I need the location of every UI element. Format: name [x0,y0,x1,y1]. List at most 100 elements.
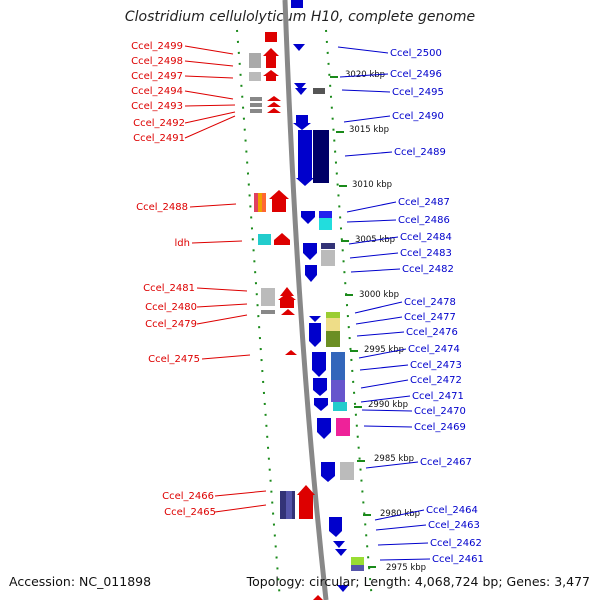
gene-arrow [317,418,331,439]
gene-arrow [305,265,317,282]
gene-block [340,462,354,480]
map-title: Clostridium cellulolyticum H10, complete… [124,9,476,25]
gene-block [331,352,345,380]
gene-arrow [309,323,321,347]
reverse-strand-genes [249,32,323,600]
forward-strand-genes [291,0,364,592]
gene-arrow [313,595,323,600]
gene-block [250,109,262,113]
gene-label: Ccel_2490 [392,111,444,122]
gene-block [351,557,364,565]
left-label-group [184,45,267,513]
gene-arrow [321,462,335,482]
gene-label: Ccel_2475 [148,354,200,365]
gene-label: Ccel_2497 [131,71,183,82]
gene-label: Ccel_2493 [131,101,183,112]
gene-block [326,318,340,331]
gene-block [326,331,340,347]
gene-label: Ccel_2495 [392,87,444,98]
gene-label: Ccel_2483 [400,248,452,259]
gene-block [258,234,271,245]
gene-arrow [281,309,295,315]
gene-label: Ccel_2467 [420,457,472,468]
gene-arrow [280,287,294,296]
gene-label: Ccel_2491 [133,133,185,144]
gene-arrow [263,48,279,68]
gene-block [321,243,335,249]
gene-label: Ccel_2486 [398,215,450,226]
topology-text: Topology: circular; Length: 4,068,724 bp… [246,574,590,589]
gene-label: Ccel_2484 [400,232,452,243]
gene-label: Ccel_2474 [408,344,460,355]
gene-arrow [303,243,317,260]
gene-label: Ccel_2479 [145,319,197,330]
gene-arrow [333,541,345,548]
gene-label: Ccel_2481 [143,283,195,294]
gene-block [250,103,262,107]
gene-label: Ccel_2462 [430,538,482,549]
gene-label: Ccel_2498 [131,56,183,67]
scale-label: 3015 kbp [349,125,389,135]
gene-arrow [296,130,314,186]
gene-block [313,88,325,94]
gene-arrow [263,70,279,81]
gene-arrow [274,233,290,245]
gene-block [291,0,303,8]
gene-block [313,130,329,183]
gene-block [286,491,292,519]
scale-ticks [330,76,376,568]
gene-label: Ccel_2492 [133,118,185,129]
gene-block [333,402,347,411]
gene-arrow [295,88,307,95]
gene-label: Ccel_2473 [410,360,462,371]
scale-label: 2995 kbp [364,345,404,355]
gene-label: Ccel_2476 [406,327,458,338]
scale-label: 2980 kbp [380,509,420,519]
scale-label: 2975 kbp [386,563,426,573]
gene-label: Ccel_2470 [414,406,466,417]
gene-label: Ccel_2463 [428,520,480,531]
gene-block [261,310,275,314]
gene-label: Ccel_2477 [404,312,456,323]
gene-label: Ccel_2496 [390,69,442,80]
gene-block [249,72,261,81]
gene-arrow [337,585,349,592]
gene-block [321,250,335,266]
gene-block [319,211,332,218]
gene-block [336,418,350,436]
gene-label: Ccel_2482 [402,264,454,275]
gene-arrow [285,350,297,355]
genome-backbone [282,0,329,600]
gene-label: Ccel_2500 [390,48,442,59]
gene-block [250,97,262,101]
gene-block [351,565,364,571]
gene-arrow [309,316,321,322]
gene-arrow [329,517,342,537]
gene-label: Ccel_2488 [136,202,188,213]
gene-arrow [267,96,281,101]
right-label-group [337,46,431,561]
gene-arrow [267,108,281,113]
gene-label: Ccel_2480 [145,302,197,313]
gene-label: Ccel_2464 [426,505,478,516]
gene-label: Ccel_2478 [404,297,456,308]
gene-block [261,288,275,306]
gene-block [258,193,262,212]
gene-arrow [312,352,326,377]
gene-block [331,380,345,402]
gene-arrow [293,115,311,130]
scale-label: 3000 kbp [359,290,399,300]
gene-arrow [335,549,347,556]
gene-block [326,312,340,318]
gene-arrow [297,485,315,519]
gene-block [265,32,277,42]
gene-label: Ccel_2489 [394,147,446,158]
accession-text: Accession: NC_011898 [9,574,152,589]
gene-arrow [267,102,281,107]
gene-label: Ccel_2461 [432,554,484,565]
gene-block [319,218,332,230]
scale-label: 3010 kbp [352,180,392,190]
gene-arrow [314,398,328,411]
gene-label: Ccel_2469 [414,422,466,433]
